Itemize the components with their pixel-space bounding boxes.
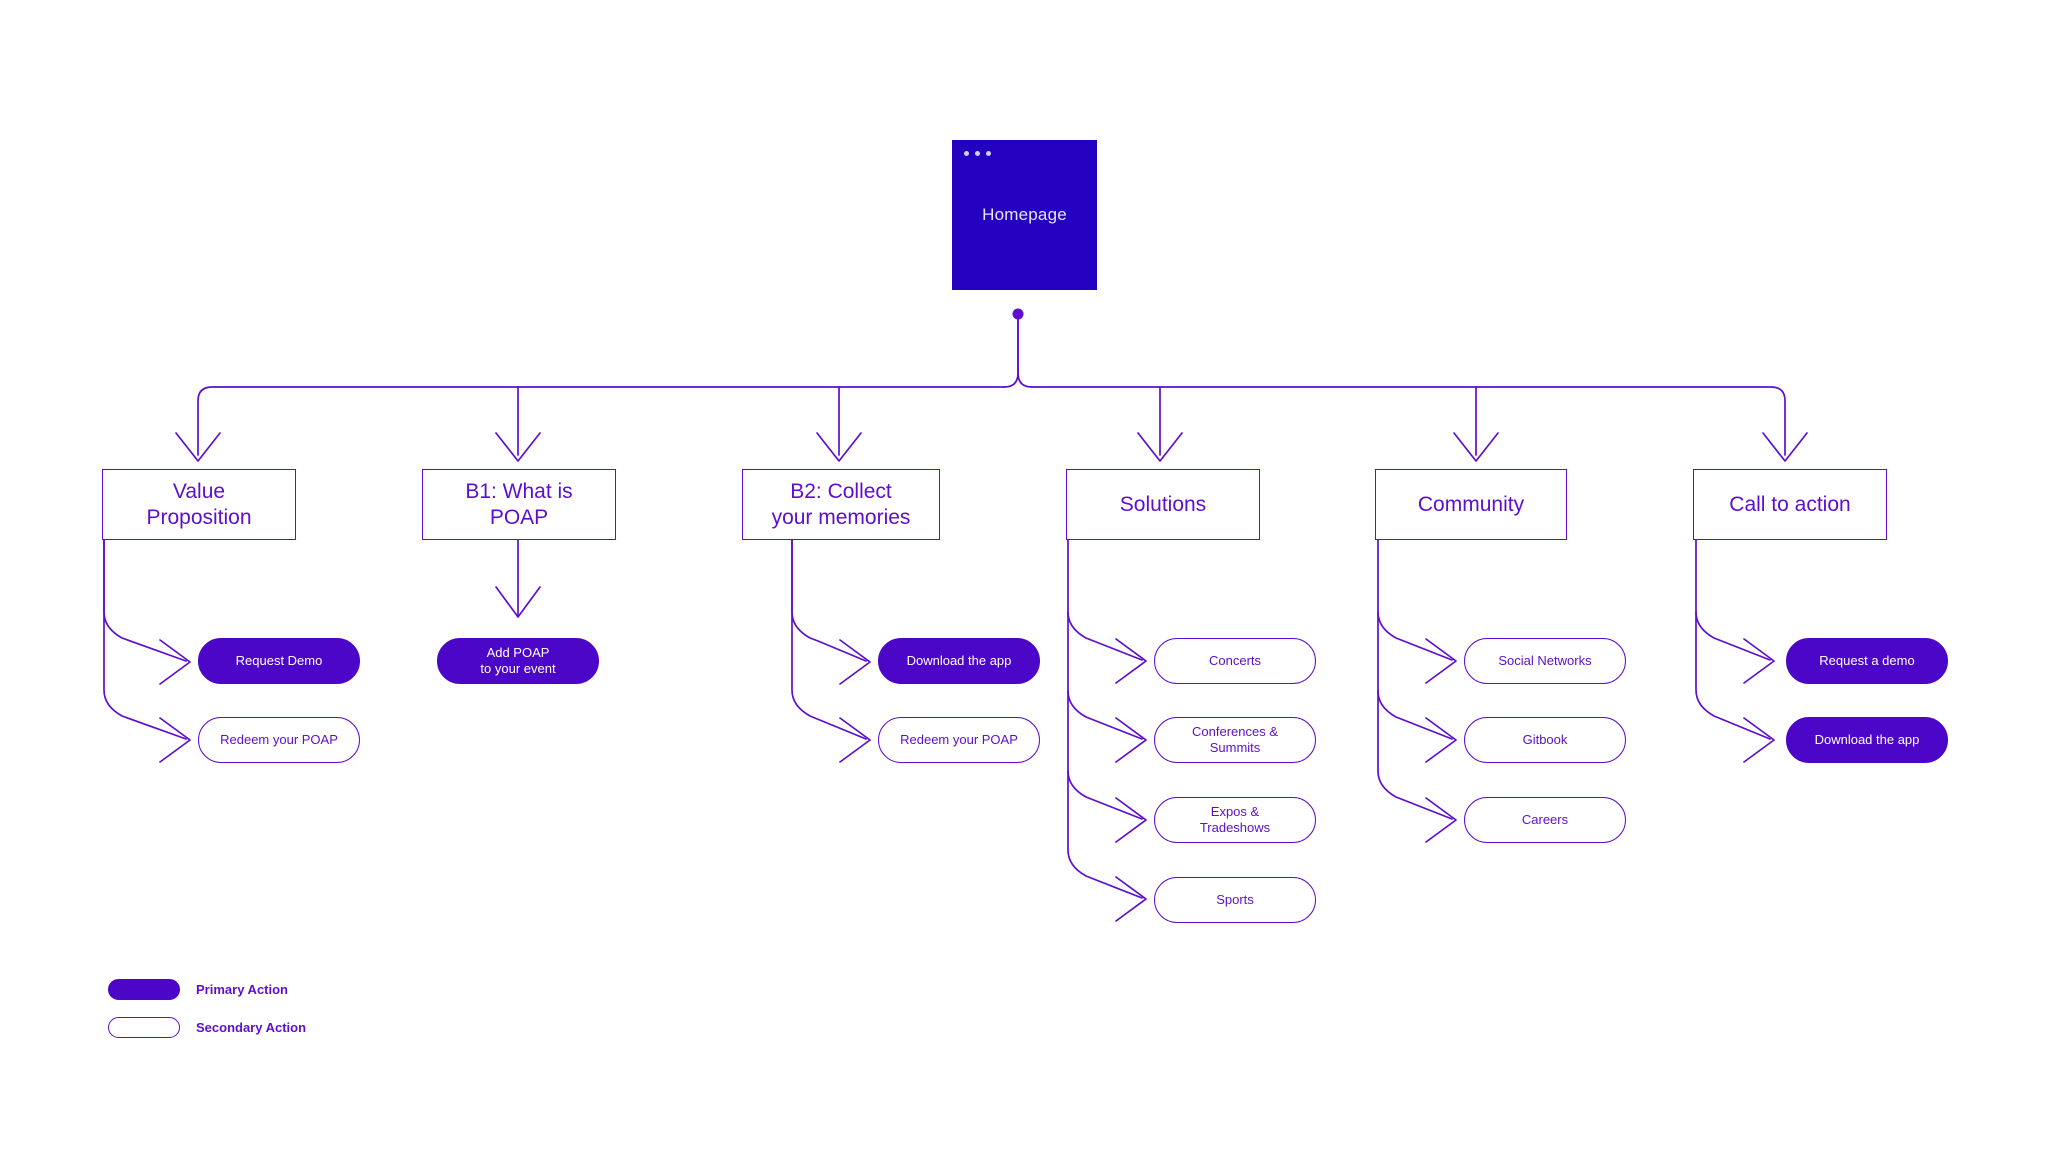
pill-careers[interactable]: Careers — [1464, 797, 1626, 843]
arrowhead-call-to-action — [1762, 432, 1808, 462]
pill-concerts[interactable]: Concerts — [1154, 638, 1316, 684]
section-box-solutions[interactable]: Solutions — [1066, 469, 1260, 540]
pill-download-the-app[interactable]: Download the app — [1786, 717, 1948, 763]
arrowhead-solutions-1 — [1115, 638, 1147, 684]
branch-cta-1 — [1695, 611, 1771, 661]
pill-label: Request Demo — [235, 653, 323, 669]
pill-label: Redeem your POAP — [900, 732, 1018, 748]
arrowhead-b2-2 — [839, 717, 871, 763]
arrowhead-vp-1 — [159, 639, 191, 685]
arrowhead-solutions-2 — [1115, 717, 1147, 763]
pill-label: Careers — [1521, 812, 1569, 828]
legend-item-primary: Primary Action — [108, 970, 306, 1008]
pill-redeem-your-poap[interactable]: Redeem your POAP — [198, 717, 360, 763]
pill-conferences-and-summits[interactable]: Conferences & Summits — [1154, 717, 1316, 763]
pill-label: Redeem your POAP — [220, 732, 338, 748]
pill-label: Concerts — [1208, 653, 1262, 669]
homepage-card[interactable]: Homepage — [952, 140, 1097, 290]
pill-expos-and-tradeshows[interactable]: Expos & Tradeshows — [1154, 797, 1316, 843]
arrowhead-community-1 — [1425, 638, 1457, 684]
legend-label: Secondary Action — [196, 1019, 307, 1035]
pill-label: Request a demo — [1819, 653, 1915, 669]
pill-redeem-your-poap[interactable]: Redeem your POAP — [878, 717, 1040, 763]
pill-label: Expos & Tradeshows — [1199, 804, 1271, 835]
pill-download-the-app[interactable]: Download the app — [878, 638, 1040, 684]
arrowhead-b1 — [495, 432, 541, 462]
branch-cta-2 — [1695, 538, 1771, 740]
legend-swatch-secondary — [108, 1016, 180, 1038]
pill-gitbook[interactable]: Gitbook — [1464, 717, 1626, 763]
branch-solutions-3 — [1067, 770, 1143, 820]
pill-label: Sports — [1216, 892, 1254, 908]
branch-solutions-1 — [1067, 611, 1143, 661]
pill-label: Conferences & Summits — [1192, 724, 1278, 755]
pill-label: Download the app — [1814, 732, 1920, 748]
branch-community-2 — [1377, 690, 1453, 740]
arrowhead-community-2 — [1425, 717, 1457, 763]
arrowhead-community — [1453, 432, 1499, 462]
legend-label: Primary Action — [196, 981, 288, 997]
arrowhead-value-proposition — [175, 432, 221, 462]
bus-to-call-to-action — [1031, 386, 1786, 456]
branch-community-1 — [1377, 611, 1453, 661]
root-stem-left — [1003, 318, 1019, 388]
arrowhead-b1-1 — [495, 586, 541, 618]
branch-b2-1 — [791, 538, 867, 662]
pill-label: Gitbook — [1522, 732, 1568, 748]
root-stem-right — [1017, 318, 1033, 388]
branch-community-3 — [1377, 538, 1453, 820]
section-box-value-proposition[interactable]: Value Proposition — [102, 469, 296, 540]
section-label-value-proposition: Value Proposition — [146, 479, 252, 529]
section-box-call-to-action[interactable]: Call to action — [1693, 469, 1887, 540]
branch-b2-2 — [791, 538, 867, 740]
legend-swatch-primary — [108, 978, 180, 1000]
arrowhead-cta-2 — [1743, 717, 1775, 763]
arrowhead-b2-1 — [839, 639, 871, 685]
pill-add-poap-to-your-event[interactable]: Add POAP to your event — [437, 638, 599, 684]
section-box-b2-collect-your-memories[interactable]: B2: Collect your memories — [742, 469, 940, 540]
bus-to-value-proposition — [197, 386, 1005, 456]
pill-social-networks[interactable]: Social Networks — [1464, 638, 1626, 684]
section-box-b1-what-is-poap[interactable]: B1: What is POAP — [422, 469, 616, 540]
arrowhead-community-3 — [1425, 797, 1457, 843]
pill-sports[interactable]: Sports — [1154, 877, 1316, 923]
arrowhead-solutions — [1137, 432, 1183, 462]
arrowhead-solutions-4 — [1115, 876, 1147, 922]
section-box-community[interactable]: Community — [1375, 469, 1567, 540]
arrowhead-solutions-3 — [1115, 797, 1147, 843]
pill-request-demo[interactable]: Request Demo — [198, 638, 360, 684]
branch-solutions-2 — [1067, 690, 1143, 740]
section-label-community: Community — [1417, 492, 1525, 516]
section-label-call-to-action: Call to action — [1729, 492, 1851, 516]
section-label-solutions: Solutions — [1119, 492, 1207, 516]
root-node-dot — [1012, 308, 1024, 320]
legend: Primary Action Secondary Action — [108, 970, 306, 1046]
window-dots-icon — [964, 151, 991, 156]
pill-label: Social Networks — [1498, 653, 1592, 669]
branch-solutions-4 — [1067, 538, 1143, 899]
section-label-b2-collect-your-memories: B2: Collect your memories — [771, 479, 911, 529]
homepage-label: Homepage — [982, 205, 1067, 224]
pill-request-a-demo[interactable]: Request a demo — [1786, 638, 1948, 684]
section-label-b1-what-is-poap: B1: What is POAP — [465, 479, 573, 529]
branch-vp-2 — [103, 538, 187, 740]
arrowhead-vp-2 — [159, 717, 191, 763]
legend-item-secondary: Secondary Action — [108, 1008, 306, 1046]
pill-label: Download the app — [906, 653, 1012, 669]
arrowhead-cta-1 — [1743, 638, 1775, 684]
pill-label: Add POAP to your event — [480, 645, 556, 676]
arrowhead-b2 — [816, 432, 862, 462]
branch-vp-1 — [103, 538, 187, 662]
